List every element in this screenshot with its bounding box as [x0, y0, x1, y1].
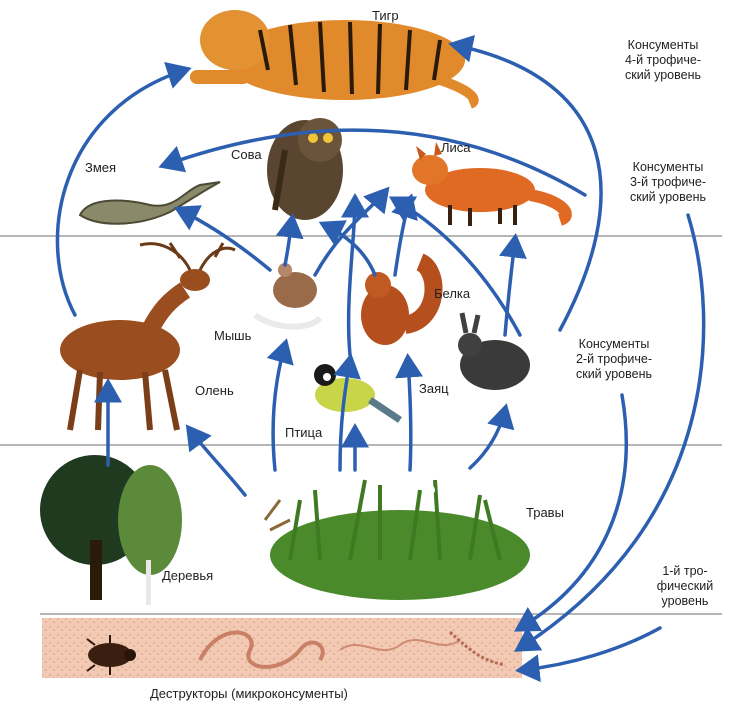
worm-icon	[198, 630, 325, 669]
squirrel-icon	[361, 253, 443, 345]
arrow-grass-to-squirrel	[333, 353, 361, 472]
arrow-bird-to-fox	[340, 193, 369, 357]
arrow-fox-to-snake	[158, 128, 587, 197]
beetle-icon	[86, 635, 136, 675]
arrow-mouse-to-owl	[275, 213, 304, 267]
arrow-grass-to-hare	[468, 403, 515, 470]
level-3-label: Консументы 3-й трофиче- ский уровень	[629, 160, 707, 204]
tiger-label: Тигр	[372, 8, 399, 23]
arrow-hare-to-tiger	[448, 34, 603, 332]
mouse-label: Мышь	[214, 328, 252, 343]
food-web-arrows	[55, 34, 706, 683]
snake-icon	[78, 181, 221, 225]
squirrel-label: Белка	[434, 286, 471, 301]
level-1-label: 1-й тро- фический уровень	[656, 564, 714, 608]
mouse-icon	[253, 263, 323, 330]
arrow-grass-to-mouse	[266, 338, 294, 472]
hare-icon	[458, 312, 530, 390]
arrow-hare-to-owl	[388, 196, 522, 337]
level-2-label: Консументы 2-й трофиче- ский уровень	[575, 337, 653, 381]
arrow-grass-to-deer	[185, 424, 247, 497]
arrow-grass-to-squirrel-2	[395, 353, 424, 472]
arrow-squirrel-to-fox	[391, 193, 418, 277]
deer-label: Олень	[195, 383, 234, 398]
nematode-icon	[339, 639, 461, 651]
grasses-label: Травы	[526, 505, 564, 520]
tiger-icon	[190, 10, 479, 109]
hare-label: Заяц	[419, 381, 449, 396]
grasses-icon	[263, 479, 530, 600]
arrow-level3-to-decomposers	[514, 213, 706, 652]
owl-icon	[267, 118, 343, 220]
fox-label: Лиса	[441, 140, 471, 155]
trees-icon	[40, 455, 182, 605]
owl-label: Сова	[231, 147, 262, 162]
arrow-deer-to-tiger	[55, 62, 192, 317]
fox-icon	[412, 142, 572, 226]
arrow-hare-to-fox	[499, 233, 527, 337]
level-4-label: Консументы 4-й трофиче- ский уровень	[624, 38, 702, 82]
bird-label: Птица	[285, 425, 323, 440]
centipede-icon	[448, 630, 506, 667]
bird-icon	[314, 364, 402, 423]
arrow-level1-to-decomposers	[515, 626, 662, 683]
deer-icon	[60, 242, 236, 431]
arrow-mouse-to-snake	[173, 205, 272, 272]
arrow-level2-to-decomposers	[513, 393, 628, 632]
decomposers-label: Деструкторы (микроконсументы)	[150, 686, 348, 701]
snake-label: Змея	[85, 160, 117, 175]
trees-label: Деревья	[162, 568, 214, 583]
